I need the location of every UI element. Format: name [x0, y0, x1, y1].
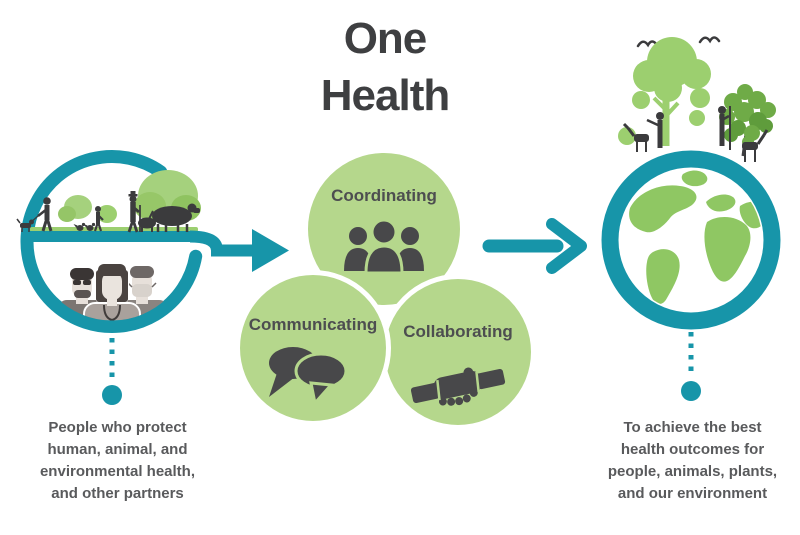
health-workers	[58, 263, 168, 321]
left-caption: People who protect human, animal, and en…	[20, 417, 215, 505]
grass-strip	[30, 227, 198, 232]
title-line-1: One	[343, 14, 428, 63]
arrow-to-process-shaft	[189, 230, 256, 257]
handshake-icon	[410, 367, 506, 406]
collaborating-label: Collaborating	[403, 322, 513, 341]
ground-strip	[28, 231, 198, 242]
health-worker-center	[83, 263, 141, 321]
left-scene	[16, 150, 289, 405]
caption-line: human, animal, and	[47, 441, 188, 458]
speech-bubbles-icon	[269, 347, 348, 405]
right-scene	[601, 36, 781, 401]
arrow-to-outcome-icon	[482, 218, 587, 274]
left-ring	[20, 150, 203, 333]
left-connector-dot	[102, 385, 122, 405]
caption-line: To achieve the best	[623, 419, 762, 436]
cloud-tree	[618, 37, 711, 146]
left-silhouettes	[16, 191, 200, 233]
caption-line: and our environment	[617, 485, 768, 502]
people-group-icon	[344, 219, 424, 273]
communicating-label: Communicating	[248, 315, 378, 334]
right-caption: To achieve the best health outcomes for …	[595, 417, 790, 505]
caption-line: environmental health,	[39, 463, 196, 480]
caption-line: people, animals, plants,	[607, 463, 778, 480]
circle-collaborating: Collaborating	[380, 274, 536, 430]
right-connector-dot	[681, 381, 701, 401]
coordinating-label: Coordinating	[331, 186, 437, 205]
caption-line: People who protect	[48, 419, 187, 436]
title-line-2: Health	[320, 71, 450, 120]
circle-communicating: Communicating	[235, 270, 391, 426]
caption-line: health outcomes for	[620, 441, 765, 458]
right-silhouettes	[622, 106, 769, 162]
caption-line: and other partners	[51, 485, 184, 502]
page-title: One Health	[275, 10, 495, 124]
arrow-to-process-head-icon	[252, 229, 289, 272]
